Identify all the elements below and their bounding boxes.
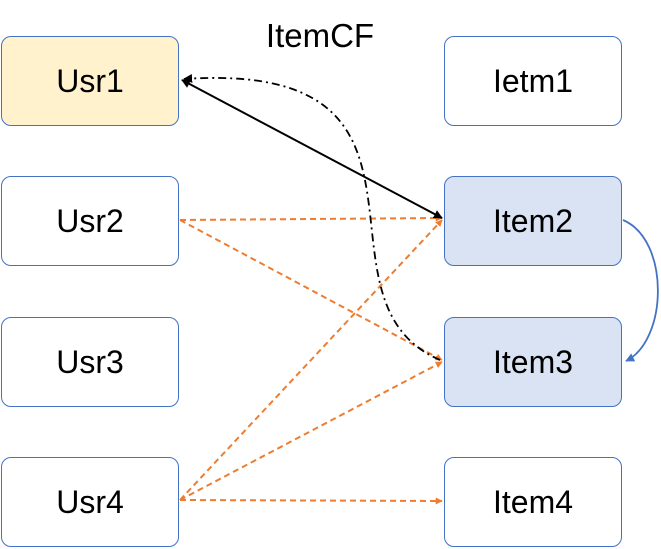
user-node-label: Usr3 (56, 343, 124, 380)
item-node-item2: Item2 (444, 176, 622, 266)
user-node-usr4: Usr4 (1, 457, 179, 547)
edge-item3-usr1-recommend (183, 73, 441, 361)
item-node-label: Ietm1 (492, 62, 574, 99)
user-node-label: Usr2 (56, 202, 124, 239)
user-node-usr3: Usr3 (1, 317, 179, 407)
edge-item2-item3-similarity (622, 219, 659, 362)
edge-usr4-item4 (179, 497, 443, 505)
user-node-usr2: Usr2 (1, 176, 179, 266)
user-node-label: Usr4 (56, 483, 124, 520)
user-node-label: Usr1 (56, 62, 124, 99)
item-node-item3: Item3 (444, 317, 622, 407)
edge-usr2-item2 (179, 214, 443, 222)
edge-usr2-item3 (179, 219, 443, 361)
item-node-label: Item2 (492, 202, 574, 239)
item-node-ietm1: Ietm1 (444, 36, 622, 126)
item-node-item4: Item4 (444, 457, 622, 547)
user-node-usr1: Usr1 (1, 36, 179, 126)
diagram-title: ItemCF (265, 17, 375, 54)
item-node-label: Item4 (492, 483, 574, 520)
edge-usr4-item3 (179, 361, 443, 501)
edge-usr4-item2 (179, 219, 443, 501)
edge-usr1-item2 (181, 79, 443, 219)
item-node-label: Item3 (492, 343, 574, 380)
